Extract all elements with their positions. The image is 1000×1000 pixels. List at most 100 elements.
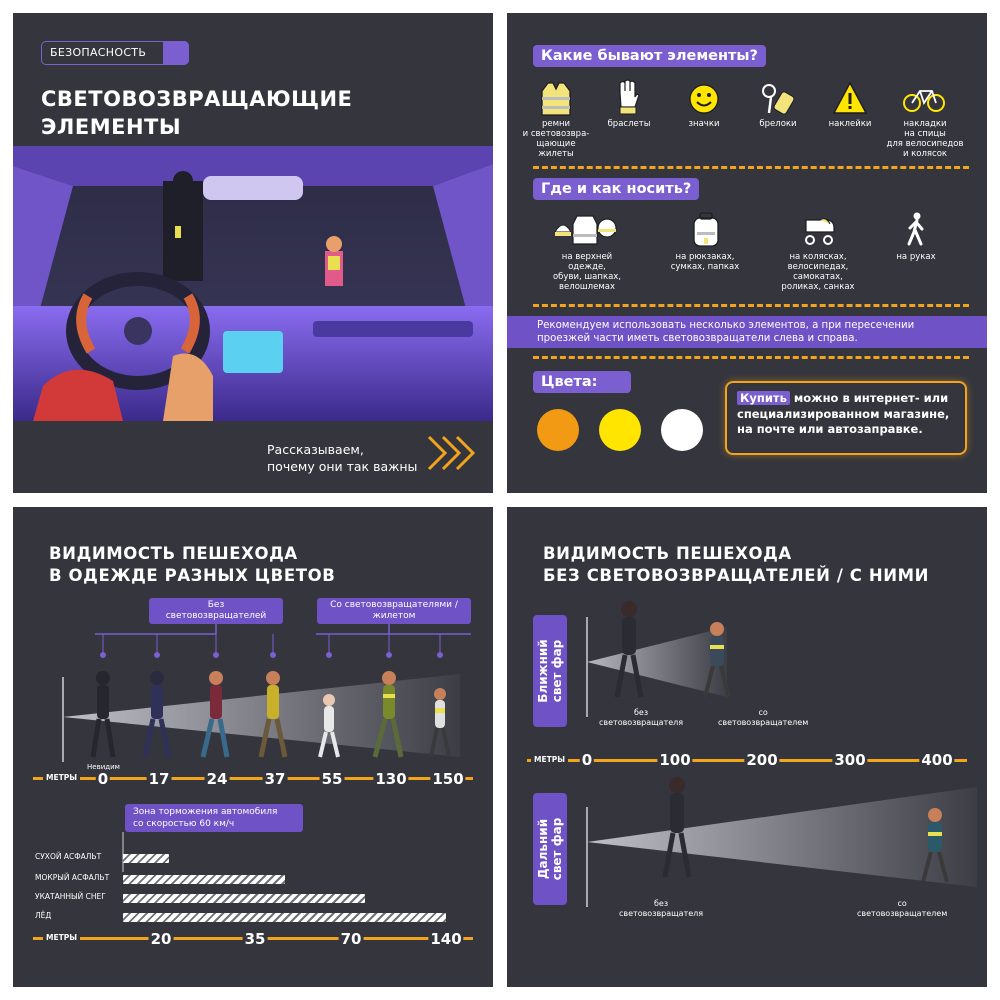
distance-17: 17 — [146, 770, 172, 788]
invisible-label: Невидим — [87, 763, 120, 771]
intro-title: СВЕТОВОЗВРАЩАЮЩИЕ ЭЛЕМЕНТЫ — [41, 85, 352, 141]
meters-label-p4: МЕТРЫ — [531, 755, 568, 764]
tag-toggle-knob — [163, 41, 189, 65]
surface-label-snow: УКАТАННЫЙ СНЕГ — [35, 892, 106, 901]
tick-300: 300 — [832, 751, 868, 769]
braking-bar-wet — [123, 875, 285, 884]
where-to-buy-box: Купить можно в интернет- или специализир… — [725, 381, 967, 455]
tick-100: 100 — [657, 751, 693, 769]
color-swatch-yellow — [599, 409, 641, 451]
smiley-badge-icon — [689, 84, 719, 114]
intro-caption-line2: почему они так важны — [267, 459, 418, 474]
pedestrians-illustration — [62, 624, 471, 762]
brake-tick-70: 70 — [338, 930, 364, 948]
section-what-elements: Какие бывают элементы? — [533, 45, 766, 67]
element-label-bracelet: браслеты — [607, 119, 651, 129]
clothes-icon — [554, 215, 617, 245]
bracelet-icon — [619, 79, 640, 115]
dashboard-screen — [223, 331, 283, 373]
braking-bar-snow — [123, 894, 365, 903]
walking-person-icon — [907, 212, 924, 246]
wear-label-stroller: на колясках,велосипедах,самокатах,ролика… — [781, 252, 855, 292]
element-label-sticker: наклейки — [828, 119, 872, 129]
bicycle-icon — [903, 90, 945, 112]
category-tag-label: БЕЗОПАСНОСТЬ — [50, 46, 147, 59]
divider — [533, 166, 969, 169]
keychain-icon — [762, 84, 795, 115]
group-with-reflectors: Со световозвращателями /жилетом — [317, 598, 471, 624]
steering-wheel — [66, 272, 210, 390]
meters-label: МЕТРЫ — [43, 773, 80, 782]
section-how-wear: Где и как носить? — [533, 178, 700, 200]
headlight-beams-illustration — [586, 601, 977, 907]
distance-37: 37 — [262, 770, 288, 788]
stroller-icon — [805, 218, 835, 245]
car-interior-illustration — [13, 146, 493, 421]
intro-caption-line1: Рассказываем, — [267, 442, 364, 457]
brake-tick-35: 35 — [242, 930, 268, 948]
warning-sticker-icon — [832, 81, 868, 114]
color-swatch-white — [661, 409, 703, 451]
note-line2: проезжей части иметь световозвращатели с… — [537, 333, 858, 344]
panel-intro: БЕЗОПАСНОСТЬ СВЕТОВОЗВРАЩАЮЩИЕ ЭЛЕМЕНТЫ — [13, 13, 493, 493]
tick-200: 200 — [744, 751, 780, 769]
element-label-keychain: брелоки — [759, 119, 797, 129]
panel-reflector-visibility: ВИДИМОСТЬ ПЕШЕХОДА БЕЗ СВЕТОВОЗВРАЩАТЕЛЕ… — [507, 507, 987, 987]
wear-label-hands: на руках — [896, 252, 936, 262]
pedestrian-with-reflector-far — [921, 808, 949, 883]
chevrons-right-icon[interactable] — [425, 433, 481, 473]
element-label-badge: значки — [688, 119, 720, 129]
color-swatch-orange — [537, 409, 579, 451]
braking-bar-dry — [123, 854, 169, 863]
tick-400: 400 — [919, 751, 955, 769]
intro-title-line1: СВЕТОВОЗВРАЩАЮЩИЕ — [41, 87, 353, 111]
wear-label-backpack: на рюкзаках,сумках, папках — [670, 252, 740, 272]
intro-caption: Рассказываем, почему они так важны — [267, 441, 417, 475]
divider — [533, 304, 969, 307]
distance-130: 130 — [373, 770, 409, 788]
vest-icon — [541, 82, 571, 116]
pedestrian-with-reflector-near — [703, 622, 731, 698]
recommendation-note: Рекомендуем использовать несколько элеме… — [507, 316, 987, 348]
distance-0: 0 — [95, 770, 111, 788]
meters-label-braking: МЕТРЫ — [43, 933, 80, 942]
brake-tick-140: 140 — [428, 930, 464, 948]
note-line1: Рекомендуем использовать несколько элеме… — [537, 320, 915, 331]
distance-150: 150 — [430, 770, 466, 788]
dark-pedestrian — [163, 181, 203, 281]
divider — [533, 356, 969, 359]
buy-highlight: Купить — [737, 391, 790, 405]
clothing-visibility-title: ВИДИМОСТЬ ПЕШЕХОДА В ОДЕЖДЕ РАЗНЫХ ЦВЕТО… — [49, 544, 336, 585]
colors-title: Цвета: — [533, 371, 631, 393]
category-tag: БЕЗОПАСНОСТЬ — [41, 41, 189, 65]
surface-label-dry: СУХОЙ АСФАЛЬТ — [35, 852, 102, 861]
distance-55: 55 — [319, 770, 345, 788]
pedestrian-no-reflector-far — [662, 777, 692, 878]
brake-tick-20: 20 — [148, 930, 174, 948]
distance-axis — [33, 777, 473, 780]
panel-clothing-visibility: ВИДИМОСТЬ ПЕШЕХОДА В ОДЕЖДЕ РАЗНЫХ ЦВЕТО… — [13, 507, 493, 987]
reflector-visibility-title: ВИДИМОСТЬ ПЕШЕХОДА БЕЗ СВЕТОВОЗВРАЩАТЕЛЕ… — [543, 544, 930, 585]
intro-title-line2: ЭЛЕМЕНТЫ — [41, 115, 182, 139]
tick-0: 0 — [579, 751, 595, 769]
backpack-icon — [693, 212, 719, 247]
braking-bar-ice — [123, 913, 446, 922]
pedestrian-figures — [90, 671, 451, 758]
pedestrian-no-reflector-near — [614, 601, 644, 698]
surface-label-wet: МОКРЫЙ АСФАЛЬТ — [35, 873, 110, 882]
surface-label-ice: ЛЁД — [35, 911, 52, 920]
rear-mirror — [203, 176, 303, 200]
distance-24: 24 — [204, 770, 230, 788]
